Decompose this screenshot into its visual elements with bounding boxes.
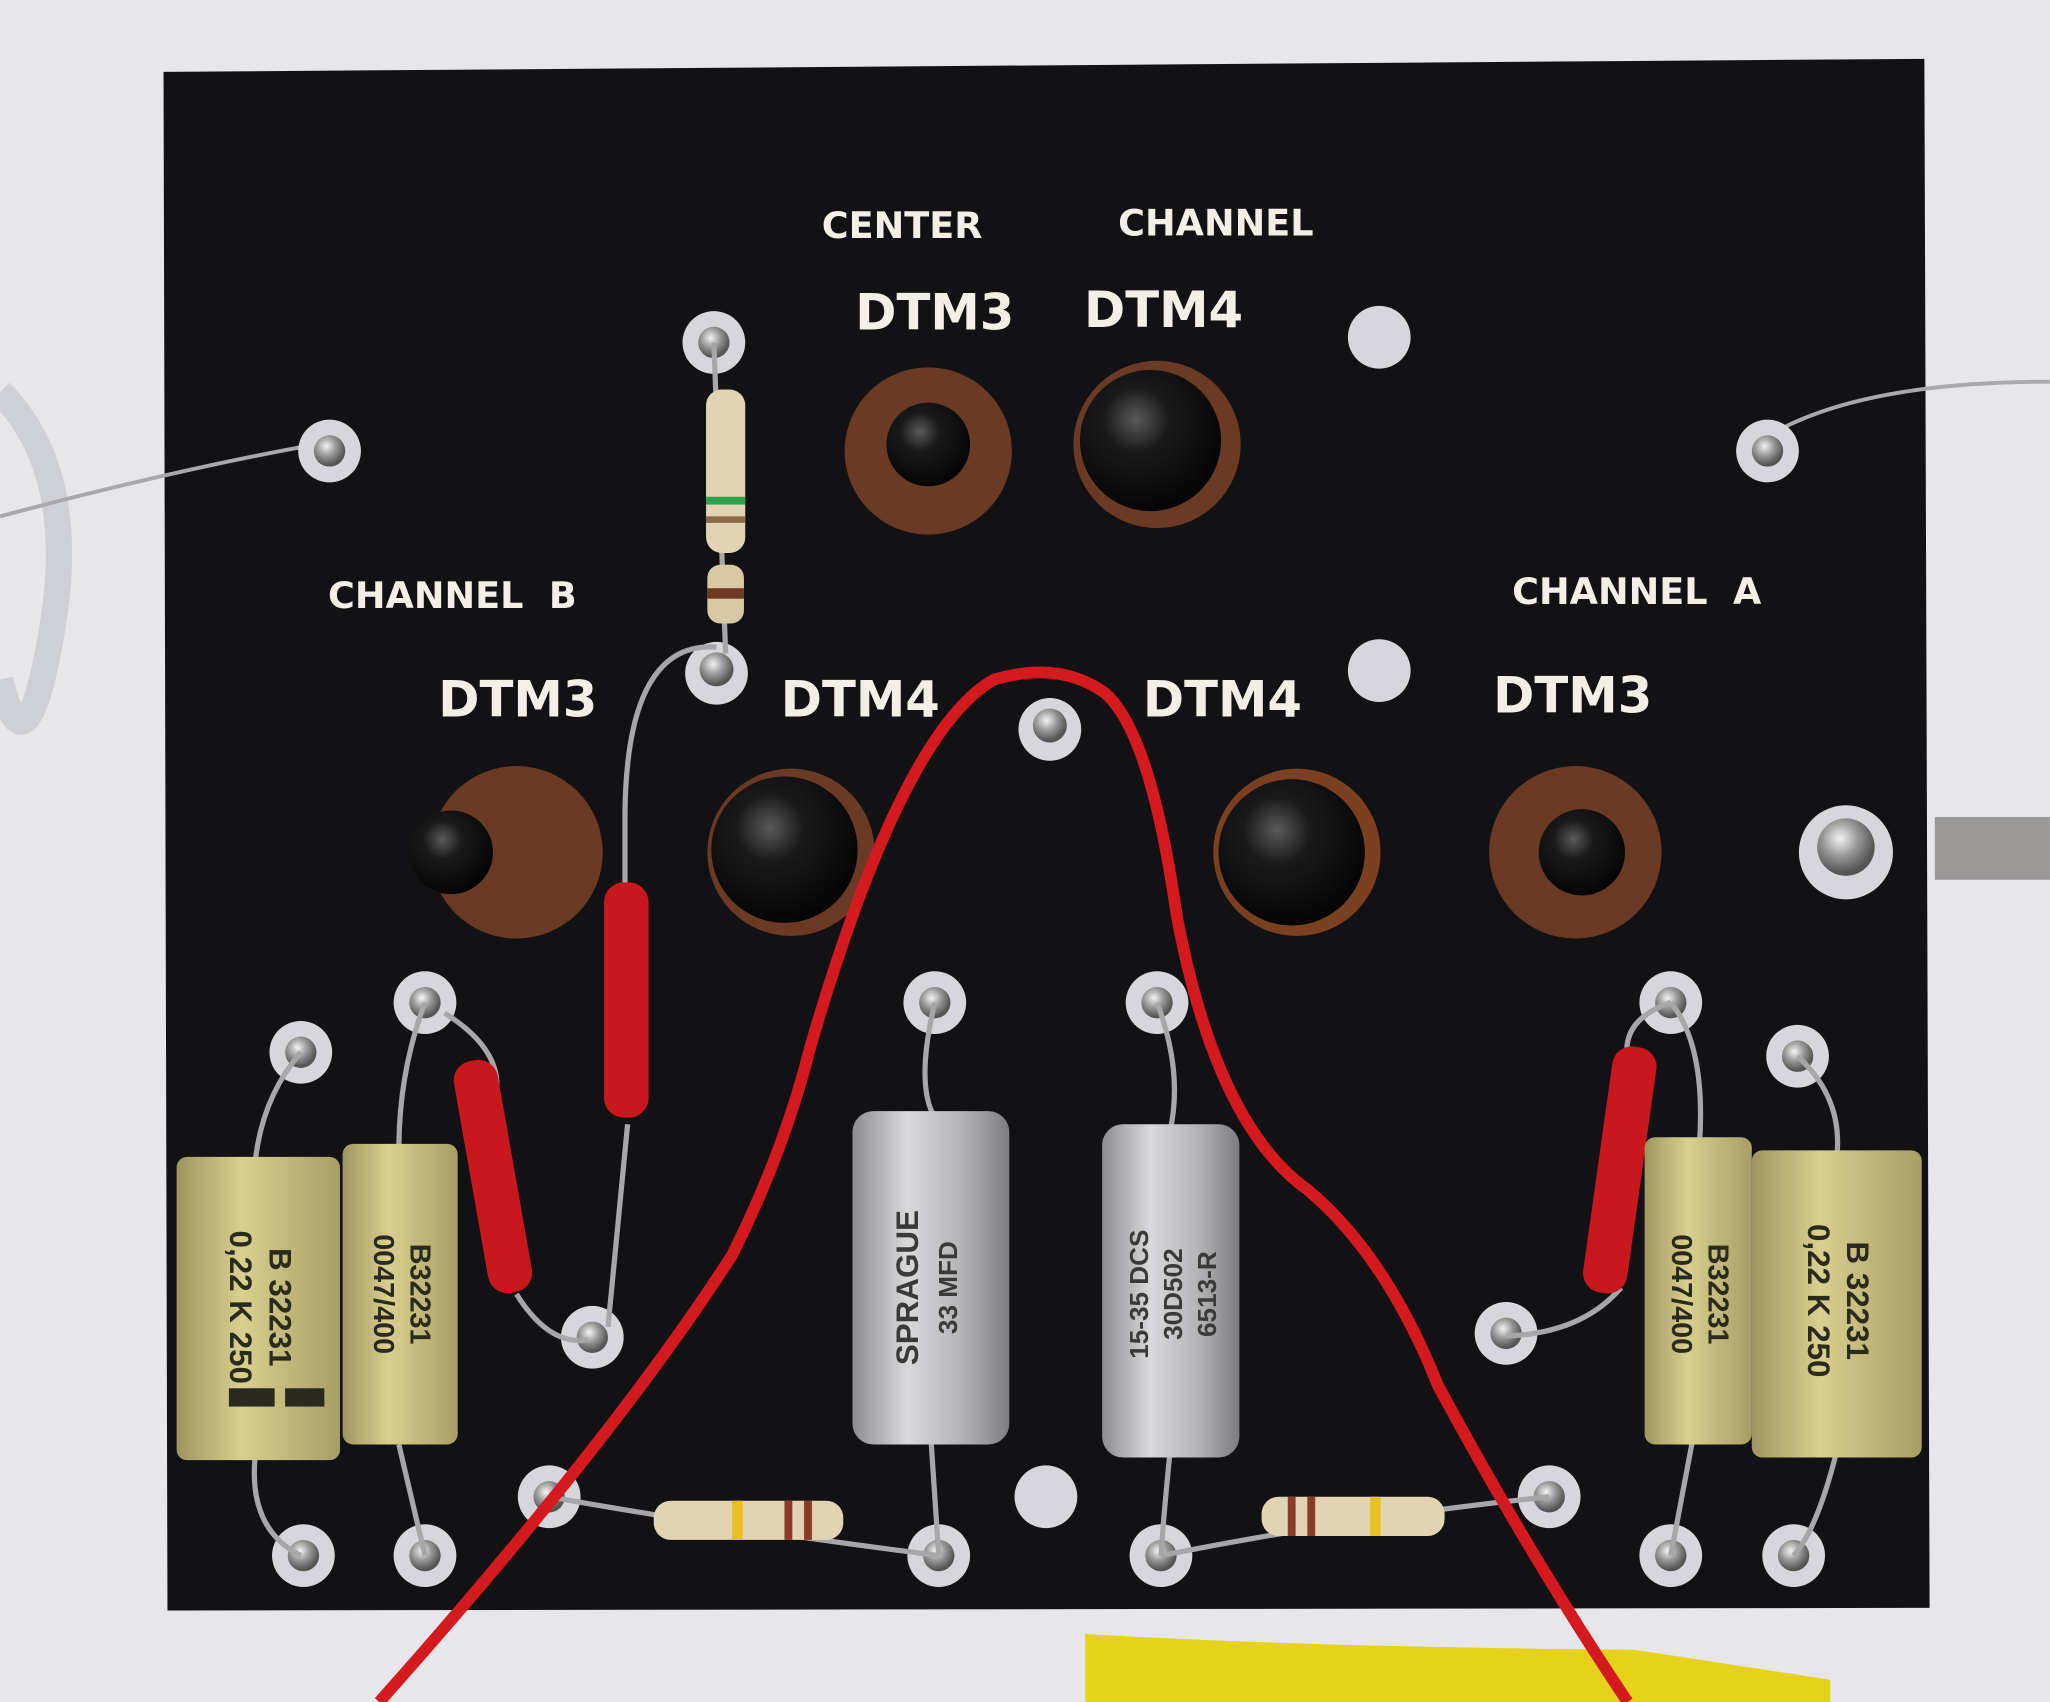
svg-text:0,22 K 250: 0,22 K 250: [223, 1231, 258, 1384]
svg-text:B 32231: B 32231: [262, 1248, 297, 1367]
red-wire: [374, 666, 1633, 1702]
svg-text:B 32231: B 32231: [1840, 1241, 1875, 1360]
svg-text:30D502: 30D502: [1158, 1248, 1188, 1340]
resistor-bottom-right: [1261, 1496, 1445, 1536]
red-resistor-2: [453, 1059, 533, 1294]
red-resistor-3: [1583, 1046, 1657, 1294]
svg-text:15-35 DCS: 15-35 DCS: [1124, 1230, 1154, 1359]
capacitor-b-0-22uF: B 32231 0,22 K 250: [176, 1156, 341, 1461]
svg-text:0047/400: 0047/400: [367, 1234, 399, 1354]
label-channel-a: CHANNEL A: [1512, 570, 1762, 613]
transistor-b-dtm3: [409, 766, 603, 939]
svg-text:0,22 K 250: 0,22 K 250: [1801, 1224, 1836, 1377]
label-a-dtm3: DTM3: [1493, 666, 1652, 724]
capacitor-a-0-22uF: B 32231 0,22 K 250: [1751, 1150, 1922, 1458]
transistor-center-dtm4: [1073, 360, 1241, 529]
red-resistor-1: [604, 882, 649, 1118]
transistor-center-dtm3: [844, 367, 1012, 535]
svg-text:0047/400: 0047/400: [1665, 1234, 1697, 1354]
resistor-top-beige: [706, 389, 746, 624]
transistor-a-dtm3: [1489, 766, 1662, 939]
label-channel: CHANNEL: [1118, 201, 1313, 244]
capacitor-a-0047: B32231 0047/400: [1644, 1137, 1752, 1445]
svg-text:6513-R: 6513-R: [1192, 1251, 1222, 1337]
label-center-dtm4: DTM4: [1084, 281, 1243, 339]
yellow-wire: [1085, 1634, 1831, 1702]
label-b-dtm4: DTM4: [781, 670, 940, 728]
mounting-bracket: [1934, 817, 2050, 880]
svg-text:SPRAGUE: SPRAGUE: [890, 1210, 925, 1365]
right-lead-wire: [1763, 379, 2050, 440]
label-center: CENTER: [822, 204, 983, 247]
capacitor-b-0047: B32231 0047/400: [342, 1143, 458, 1445]
svg-text:33 MFD: 33 MFD: [933, 1241, 963, 1334]
transistor-b-dtm4: [707, 768, 875, 936]
label-channel-b: CHANNEL B: [328, 574, 577, 617]
label-center-dtm3: DTM3: [855, 283, 1014, 341]
svg-text:B32231: B32231: [404, 1244, 436, 1345]
electrolytic-capacitor-30d502: 15-35 DCS 30D502 6513-R: [1102, 1124, 1240, 1458]
svg-text:B32231: B32231: [1702, 1244, 1734, 1345]
black-panel: [163, 58, 1930, 1611]
label-a-dtm4: DTM4: [1143, 670, 1302, 728]
resistor-bottom-left: [653, 1500, 844, 1540]
electrolytic-capacitor-sprague: SPRAGUE 33 MFD: [852, 1111, 1010, 1445]
transistor-a-dtm4: [1213, 768, 1381, 936]
label-b-dtm3: DTM3: [438, 670, 597, 728]
